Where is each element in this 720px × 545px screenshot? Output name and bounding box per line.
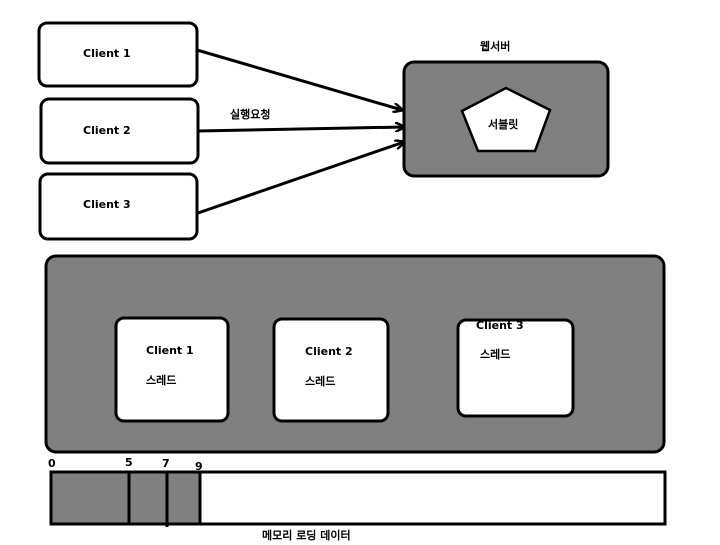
- thread-2-client: Client 2: [305, 345, 353, 358]
- client-1-label: Client 1: [83, 47, 131, 60]
- arrow-client-3: [197, 142, 404, 215]
- web-server-title: 웹서버: [480, 39, 510, 53]
- web-server-box: 서블릿: [402, 60, 610, 178]
- memory-tick-5: 5: [125, 456, 133, 469]
- thread-box-3: Client 3 스레드: [456, 318, 575, 418]
- memory-tick-0: 0: [48, 457, 56, 470]
- servlet-pentagon: [460, 86, 552, 153]
- thread-3-label: 스레드: [480, 347, 510, 361]
- client-2-label: Client 2: [83, 124, 131, 137]
- memory-bar: [49, 470, 667, 527]
- thread-box-1: Client 1 스레드: [114, 316, 230, 423]
- memory-bar-outline: [49, 470, 667, 526]
- thread-2-label: 스레드: [305, 374, 335, 388]
- thread-box-2: Client 2 스레드: [272, 317, 390, 423]
- arrow-client-2: [197, 127, 404, 133]
- client-box-3: Client 3: [38, 172, 199, 241]
- client-box-1: Client 1: [37, 21, 199, 88]
- client-3-label: Client 3: [83, 198, 131, 211]
- thread-1-client: Client 1: [146, 344, 194, 357]
- memory-caption: 메모리 로딩 데이터: [262, 528, 351, 542]
- memory-tick-9: 9: [195, 460, 203, 473]
- memory-used-segment: [51, 472, 200, 524]
- thread-3-client: Client 3: [476, 319, 524, 332]
- memory-tick-7: 7: [162, 457, 170, 470]
- client-box-2: Client 2: [39, 97, 200, 165]
- request-label: 실행요청: [230, 107, 270, 121]
- arrow-client-1: [196, 48, 402, 110]
- servlet-label: 서블릿: [488, 117, 518, 131]
- thread-1-label: 스레드: [146, 373, 176, 387]
